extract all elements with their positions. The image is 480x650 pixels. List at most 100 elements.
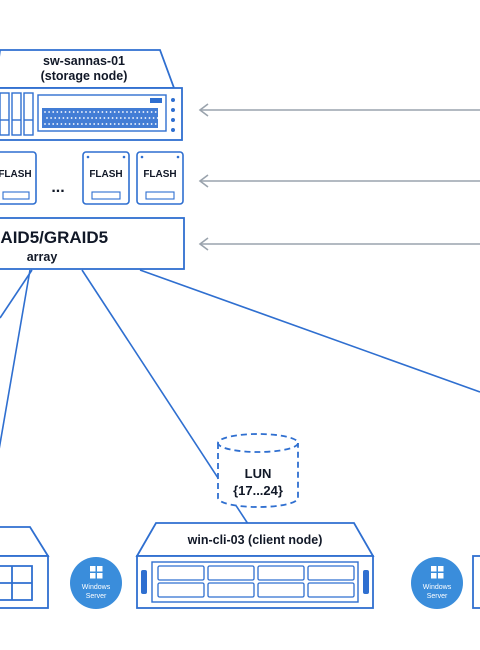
vent-hole (93, 111, 96, 113)
vent-hole (107, 117, 110, 119)
arrow-to-array (198, 237, 480, 251)
raid-array: DRAID5/GRAID5 array (0, 217, 185, 270)
drive-bay (207, 565, 255, 581)
vent-hole (95, 117, 98, 119)
vent-hole (115, 117, 118, 119)
vent-hole (113, 123, 116, 125)
vent-hole (85, 123, 87, 125)
vent-hole (62, 117, 65, 119)
vent-hole (154, 111, 157, 113)
vent-hole (68, 111, 71, 113)
vent-hole (58, 117, 61, 119)
vent-hole (52, 123, 55, 125)
drives-ellipsis: ... (51, 179, 64, 196)
windows-server-badge-1: Windows Server (70, 557, 122, 609)
vent-hole (126, 111, 128, 113)
vent-hole (72, 123, 75, 125)
vent-hole (130, 111, 133, 113)
vent-hole (54, 117, 57, 119)
vent-hole (134, 123, 137, 125)
vent-hole (109, 123, 112, 125)
flash-drive-3-label: FLASH (143, 169, 176, 180)
vent-hole (44, 123, 46, 125)
vent-hole (78, 117, 81, 119)
raid-array-title: DRAID5/GRAID5 (0, 228, 108, 247)
vent-hole (97, 123, 100, 125)
vent-hole (142, 123, 145, 125)
windows-badge-1-line2: Server (86, 593, 107, 600)
client-node-bays (157, 565, 355, 598)
storage-node-server: sw-sannas-01 (storage node) (0, 49, 183, 141)
vent-hole (146, 111, 149, 113)
windows-badge-2-line1: Windows (423, 584, 452, 591)
vent-hole (48, 123, 50, 125)
vent-hole (68, 123, 71, 125)
vent-hole (91, 117, 93, 119)
flash-drive-1: FLASH (0, 151, 37, 205)
drive-bay (257, 565, 305, 581)
drive-bay (257, 582, 305, 598)
client-node-name: win-cli-03 (client node) (187, 533, 323, 547)
vent-hole (117, 111, 120, 113)
vent-hole (83, 117, 85, 119)
vent-hole (113, 111, 116, 113)
vent-hole (81, 123, 83, 125)
drive-bay (157, 582, 205, 598)
vent-hole (85, 111, 87, 113)
vent-hole (132, 117, 135, 119)
drive-bay (207, 582, 255, 598)
vent-hole (124, 117, 126, 119)
vent-hole (109, 111, 112, 113)
link-to-left-node (0, 269, 33, 319)
vent-hole (76, 123, 79, 125)
vent-hole (138, 111, 141, 113)
storage-node-bays (0, 92, 34, 136)
vent-hole (60, 111, 63, 113)
vent-hole (101, 123, 104, 125)
vent-hole (74, 117, 77, 119)
client-node-handles (141, 570, 369, 594)
drive-bay (157, 565, 205, 581)
vent-hole (105, 123, 108, 125)
vent-hole (146, 123, 149, 125)
vent-hole (44, 111, 46, 113)
client-node-server: win-cli-03 (client node) (135, 522, 375, 609)
vent-hole (150, 123, 153, 125)
vent-hole (97, 111, 100, 113)
vent-hole (64, 123, 67, 125)
link-to-left-node-2 (0, 269, 31, 449)
flash-drive-3: FLASH (136, 151, 184, 205)
vent-hole (111, 117, 114, 119)
windows-logo-icon (431, 566, 444, 579)
vent-hole (72, 111, 75, 113)
vent-hole (52, 111, 55, 113)
vent-hole (101, 111, 104, 113)
storage-node-status-bar (150, 98, 162, 103)
vent-hole (122, 111, 124, 113)
vent-hole (134, 111, 137, 113)
vent-hole (154, 123, 157, 125)
vent-hole (103, 117, 106, 119)
arrow-to-storage-node (198, 103, 480, 117)
flash-drive-2-label: FLASH (89, 169, 122, 180)
vent-hole (60, 123, 63, 125)
connection-lines (0, 269, 480, 531)
vent-hole (56, 123, 59, 125)
vent-hole (126, 123, 128, 125)
flash-drive-1-label: FLASH (0, 169, 32, 180)
lun-range: {17...24} (233, 483, 283, 498)
vent-hole (150, 111, 153, 113)
vent-hole (64, 111, 67, 113)
vent-hole (70, 117, 73, 119)
storage-node-vent-holes (44, 111, 159, 125)
vent-hole (89, 123, 91, 125)
client-node-chassis (136, 555, 374, 609)
vent-hole (105, 111, 108, 113)
vent-hole (138, 123, 141, 125)
windows-badge-1-line1: Windows (82, 584, 111, 591)
vent-hole (66, 117, 69, 119)
vent-hole (76, 111, 79, 113)
vent-hole (142, 111, 145, 113)
link-to-right-node (139, 269, 480, 393)
